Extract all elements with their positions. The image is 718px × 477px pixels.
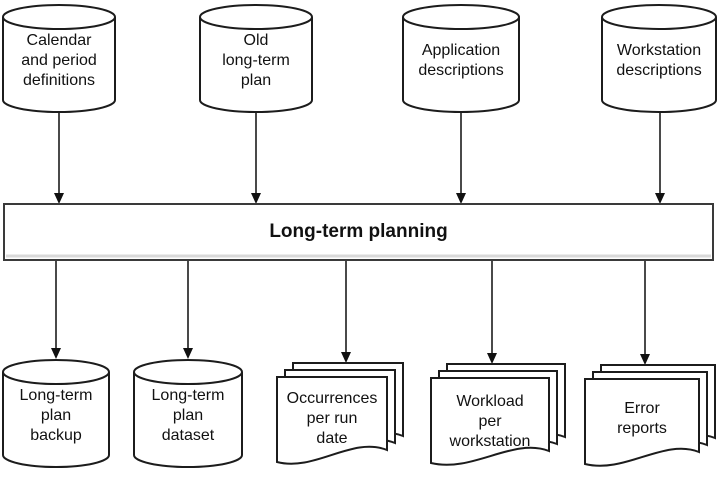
arrow-planning-to-backup (51, 261, 61, 359)
report-stack-workload-per-workstation (430, 363, 566, 466)
arrow-planning-to-error-reports (640, 261, 650, 365)
arrow-planning-to-workload (487, 261, 497, 364)
arrow-planning-to-dataset (183, 261, 193, 359)
report-stack-error-reports (584, 364, 716, 467)
arrow-calendar-to-planning (54, 112, 64, 204)
database-cylinder-application-descriptions (402, 4, 520, 113)
database-cylinder-workstation-descriptions (601, 4, 717, 113)
arrow-planning-to-occurrences (341, 261, 351, 363)
arrow-application-to-planning (456, 112, 466, 204)
arrow-old-plan-to-planning (251, 112, 261, 204)
process-box-long-term-planning (3, 203, 714, 261)
arrow-workstation-to-planning (655, 112, 665, 204)
database-cylinder-long-term-plan-dataset (133, 359, 243, 468)
database-cylinder-old-long-term-plan (199, 4, 313, 113)
database-cylinder-calendar-period-definitions (2, 4, 116, 113)
report-stack-occurrences-per-run-date (276, 362, 404, 465)
database-cylinder-long-term-plan-backup (2, 359, 110, 468)
